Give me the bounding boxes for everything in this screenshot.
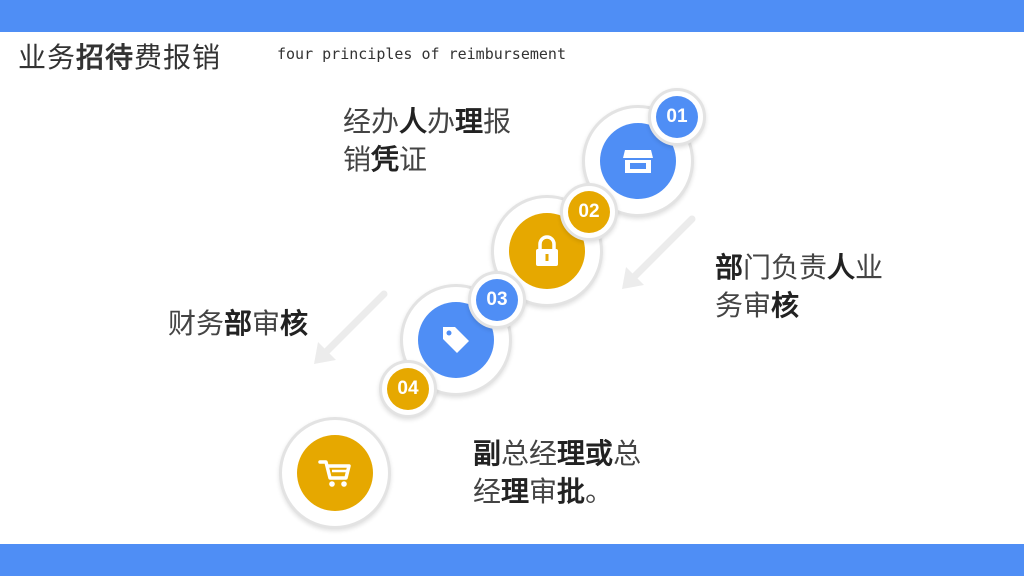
arrow-down-left-icon <box>314 290 388 364</box>
page-subtitle: four principles of reimbursement <box>277 45 566 63</box>
step-1-text: 经办人办理报 销凭证 <box>343 105 512 176</box>
top-banner <box>0 0 1024 32</box>
page-title: 业务招待费报销 <box>18 41 222 74</box>
step-4-disc <box>297 435 373 511</box>
step-3-text: 财务部审核 <box>168 307 309 340</box>
step-4-text: 副总经理或总 经理审批。 <box>473 437 642 508</box>
step-2-number: 02 <box>568 191 610 233</box>
step-2-text: 部门负责人业 务审核 <box>715 251 884 322</box>
store-icon <box>623 150 653 173</box>
lock-icon <box>536 235 558 266</box>
tag-icon <box>443 327 469 353</box>
arrow-down-left-icon <box>622 215 696 289</box>
step-3-number: 03 <box>476 279 518 321</box>
step-4-number: 04 <box>387 368 429 410</box>
bottom-banner <box>0 544 1024 576</box>
step-1-number: 01 <box>656 96 698 138</box>
cart-icon <box>318 460 351 487</box>
